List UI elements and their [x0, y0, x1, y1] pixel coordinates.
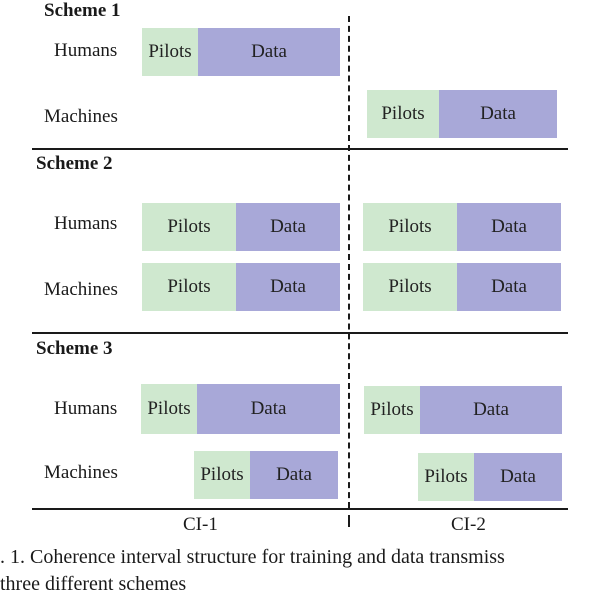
- s2-humans-ci1-pilots: Pilots: [142, 203, 236, 251]
- s1-machines-ci2-pilots: Pilots: [367, 90, 439, 138]
- scheme-2-title: Scheme 2: [36, 153, 113, 174]
- s2-machines-ci1-pilots: Pilots: [142, 263, 236, 311]
- s2-machines-ci2-data: Data: [457, 263, 561, 311]
- separator-scheme-2-3: [32, 332, 568, 334]
- figure-caption-line-2: three different schemes: [0, 573, 187, 595]
- scheme-2-humans-label: Humans: [54, 213, 118, 234]
- s1-humans-ci1-pilots: Pilots: [142, 28, 198, 76]
- scheme-1-title: Scheme 1: [44, 0, 121, 21]
- s3-humans-ci1-pilots: Pilots: [141, 384, 197, 434]
- scheme-2-machines-label: Machines: [44, 279, 118, 300]
- s2-machines-ci2-pilots: Pilots: [363, 263, 457, 311]
- separator-bottom: [32, 508, 568, 510]
- s3-machines-ci2-pilots: Pilots: [418, 453, 474, 501]
- s3-machines-ci2-data: Data: [474, 453, 562, 501]
- s3-humans-ci1-data: Data: [197, 384, 340, 434]
- s3-humans-ci2-data: Data: [420, 386, 562, 434]
- coherence-interval-divider: [348, 16, 350, 508]
- ci-2-label: CI-2: [451, 514, 486, 535]
- s1-humans-ci1-data: Data: [198, 28, 340, 76]
- scheme-1-machines-label: Machines: [44, 106, 118, 127]
- separator-scheme-1-2: [32, 148, 568, 150]
- scheme-3-machines-label: Machines: [44, 462, 118, 483]
- ci-tick: [348, 515, 350, 527]
- s2-humans-ci2-pilots: Pilots: [363, 203, 457, 251]
- s2-machines-ci1-data: Data: [236, 263, 340, 311]
- s2-humans-ci1-data: Data: [236, 203, 340, 251]
- scheme-3-title: Scheme 3: [36, 338, 113, 359]
- s1-machines-ci2-data: Data: [439, 90, 557, 138]
- s3-machines-ci1-data: Data: [250, 451, 338, 499]
- scheme-1-humans-label: Humans: [54, 40, 118, 61]
- s2-humans-ci2-data: Data: [457, 203, 561, 251]
- s3-humans-ci2-pilots: Pilots: [364, 386, 420, 434]
- ci-1-label: CI-1: [183, 514, 218, 535]
- s3-machines-ci1-pilots: Pilots: [194, 451, 250, 499]
- figure-caption-line-1: . 1. Coherence interval structure for tr…: [0, 546, 505, 568]
- scheme-3-humans-label: Humans: [54, 398, 118, 419]
